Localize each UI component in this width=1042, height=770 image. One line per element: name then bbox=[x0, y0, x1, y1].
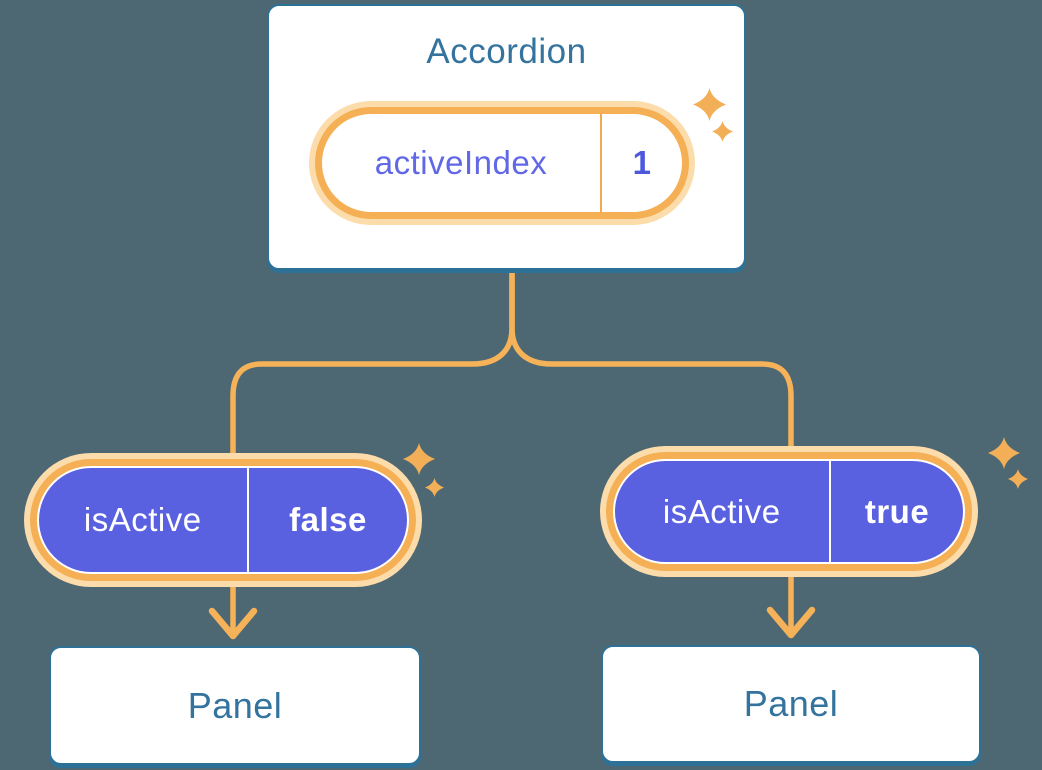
panel-title: Panel bbox=[743, 683, 839, 724]
state-name-label: isActive bbox=[83, 501, 202, 538]
pill-highlight-ring: isActive true bbox=[606, 452, 972, 571]
pill-highlight-ring: activeIndex 1 bbox=[315, 107, 689, 219]
is-active-true-pill: isActive true bbox=[600, 446, 978, 577]
panel-card-right: Panel bbox=[601, 645, 981, 763]
state-name-label: isActive bbox=[662, 492, 781, 530]
state-value-label: 1 bbox=[632, 144, 652, 181]
state-name-label: activeIndex bbox=[374, 144, 548, 181]
panel-card-left: Panel bbox=[49, 646, 421, 765]
branch-line-left bbox=[230, 268, 515, 632]
pill-divider bbox=[828, 461, 831, 562]
sparkle-icon bbox=[988, 437, 1020, 469]
arrowhead-left bbox=[208, 607, 258, 640]
arrowhead-right bbox=[766, 606, 816, 639]
pill-highlight-ring: isActive false bbox=[30, 459, 416, 581]
sparkle-icon bbox=[403, 443, 435, 475]
branch-line-right bbox=[509, 268, 794, 631]
pill-divider bbox=[246, 468, 249, 572]
accordion-title: Accordion bbox=[426, 32, 587, 71]
sparkle-icon bbox=[1008, 469, 1028, 489]
sparkle-icon bbox=[693, 88, 726, 121]
panel-title: Panel bbox=[187, 684, 283, 726]
accordion-card: Accordion activeIndex 1 bbox=[267, 4, 746, 270]
is-active-false-pill: isActive false bbox=[24, 453, 422, 587]
sparkle-icon bbox=[712, 121, 733, 142]
active-index-state-pill: activeIndex 1 bbox=[309, 101, 695, 225]
pill-divider bbox=[600, 114, 602, 212]
sparkle-icon bbox=[425, 478, 444, 497]
state-value-label: false bbox=[289, 501, 367, 538]
state-value-label: true bbox=[864, 492, 930, 530]
